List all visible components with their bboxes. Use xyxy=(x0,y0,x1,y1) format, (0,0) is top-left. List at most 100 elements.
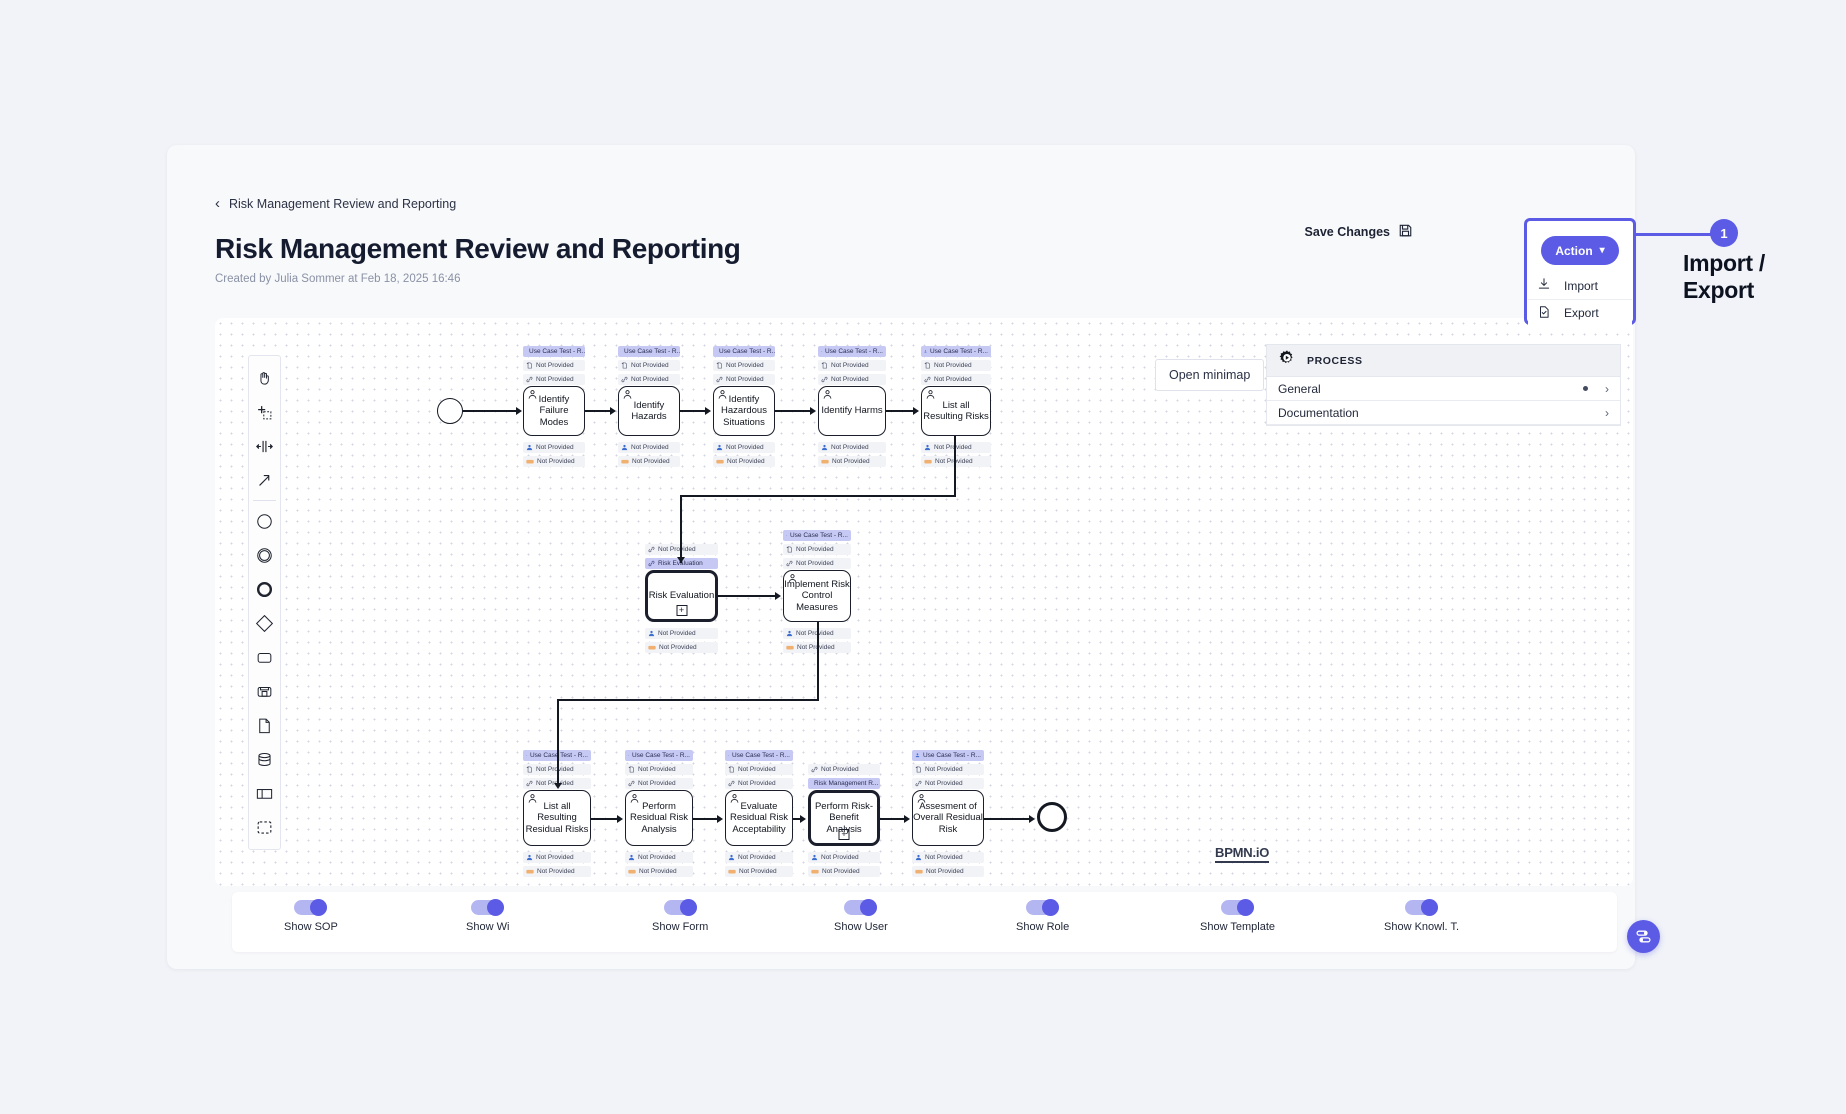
bpmn-task[interactable]: Risk Evaluation+ xyxy=(645,570,718,622)
lasso-tool-icon[interactable] xyxy=(248,395,281,429)
node-meta-user[interactable]: Not Provided xyxy=(523,442,585,453)
node-meta-link[interactable]: Not Provided xyxy=(818,374,886,385)
gateway-icon[interactable] xyxy=(248,606,281,640)
bpmn-task[interactable]: Perform Residual Risk Analysis xyxy=(625,790,693,846)
open-minimap-button[interactable]: Open minimap xyxy=(1155,359,1265,391)
node-meta-role[interactable]: Not Provided xyxy=(921,456,991,467)
node-badge[interactable]: Use Case Test - R... xyxy=(912,750,984,761)
bpmn-task[interactable]: Identify Failure Modes xyxy=(523,386,585,436)
node-meta-user[interactable]: Not Provided xyxy=(645,628,718,639)
toggle-switch[interactable] xyxy=(1405,899,1438,916)
node-meta-user[interactable]: Not Provided xyxy=(725,852,793,863)
node-meta-link[interactable]: Not Provided xyxy=(625,778,693,789)
node-meta-link[interactable]: Not Provided xyxy=(618,374,680,385)
node-meta-role[interactable]: Not Provided xyxy=(523,456,585,467)
node-badge[interactable]: Use Case Test - R... xyxy=(523,346,585,357)
node-meta-doc[interactable]: Not Provided xyxy=(713,360,775,371)
node-meta-doc[interactable]: Not Provided xyxy=(818,360,886,371)
global-connect-icon[interactable] xyxy=(248,463,281,497)
breadcrumb[interactable]: ‹ Risk Management Review and Reporting xyxy=(215,196,456,211)
node-badge[interactable]: Use Case Test - R... xyxy=(618,346,680,357)
node-meta-user[interactable]: Not Provided xyxy=(618,442,680,453)
participant-icon[interactable] xyxy=(248,776,281,810)
node-badge[interactable]: Risk Management R... xyxy=(808,778,880,789)
bpmn-task[interactable]: List all Resulting Risks xyxy=(921,386,991,436)
node-meta-role[interactable]: Not Provided xyxy=(818,456,886,467)
node-meta-role[interactable]: Not Provided xyxy=(523,866,591,877)
node-meta-user[interactable]: Not Provided xyxy=(921,442,991,453)
node-meta-role[interactable]: Not Provided xyxy=(618,456,680,467)
data-object-icon[interactable] xyxy=(248,708,281,742)
bpmn-end-event[interactable] xyxy=(1037,802,1067,832)
node-meta-link[interactable]: Not Provided xyxy=(912,778,984,789)
node-meta-doc[interactable]: Not Provided xyxy=(725,764,793,775)
end-event-icon[interactable] xyxy=(248,572,281,606)
toggle-switch[interactable] xyxy=(294,899,328,916)
node-meta-doc[interactable]: Not Provided xyxy=(523,360,585,371)
node-meta-link[interactable]: Not Provided xyxy=(725,778,793,789)
node-meta-doc[interactable]: Not Provided xyxy=(618,360,680,371)
node-meta-role[interactable]: Not Provided xyxy=(725,866,793,877)
node-badge[interactable]: Use Case Test - R... xyxy=(921,346,991,357)
bpmn-start-event[interactable] xyxy=(437,398,463,424)
settings-fab-button[interactable] xyxy=(1627,920,1660,953)
space-tool-icon[interactable] xyxy=(248,429,281,463)
node-badge[interactable]: Use Case Test - R... xyxy=(725,750,793,761)
node-meta-user[interactable]: Not Provided xyxy=(625,852,693,863)
subprocess-icon[interactable] xyxy=(248,674,281,708)
bpmn-task[interactable]: Assesment of Overall Residual Risk xyxy=(912,790,984,846)
data-store-icon[interactable] xyxy=(248,742,281,776)
bpmn-task[interactable]: List all Resulting Residual Risks xyxy=(523,790,591,846)
node-badge[interactable]: Use Case Test - R... xyxy=(713,346,775,357)
node-meta-user[interactable]: Not Provided xyxy=(818,442,886,453)
subprocess-expand-icon[interactable]: + xyxy=(676,605,687,616)
intermediate-event-icon[interactable] xyxy=(248,538,281,572)
node-meta-user[interactable]: Not Provided xyxy=(912,852,984,863)
action-button[interactable]: Action ▾ xyxy=(1541,236,1619,265)
toggle-switch[interactable] xyxy=(471,899,505,916)
node-meta-link[interactable]: Not Provided xyxy=(523,374,585,385)
menu-item-export[interactable]: Export xyxy=(1528,299,1632,326)
chevron-left-icon[interactable]: ‹ xyxy=(215,195,220,212)
toggle-switch[interactable] xyxy=(663,899,697,916)
node-meta-user[interactable]: Not Provided xyxy=(808,852,880,863)
menu-item-import[interactable]: Import xyxy=(1528,272,1632,299)
node-meta-role[interactable]: Not Provided xyxy=(912,866,984,877)
properties-row-general[interactable]: General › xyxy=(1267,377,1620,401)
task-icon[interactable] xyxy=(248,640,281,674)
node-meta-user[interactable]: Not Provided xyxy=(713,442,775,453)
bpmn-task[interactable]: Identify Hazards xyxy=(618,386,680,436)
bpmn-task[interactable]: Evaluate Residual Risk Acceptability xyxy=(725,790,793,846)
node-meta-link[interactable]: Not Provided xyxy=(808,764,880,775)
node-meta-link[interactable]: Not Provided xyxy=(921,374,991,385)
node-meta-doc[interactable]: Not Provided xyxy=(783,544,851,555)
node-meta-doc[interactable]: Not Provided xyxy=(921,360,991,371)
node-meta-doc[interactable]: Not Provided xyxy=(625,764,693,775)
node-meta-role[interactable]: Not Provided xyxy=(808,866,880,877)
node-badge[interactable]: Use Case Test - R... xyxy=(818,346,886,357)
node-meta-user[interactable]: Not Provided xyxy=(523,852,591,863)
properties-row-documentation[interactable]: Documentation › xyxy=(1267,401,1620,425)
node-meta-role[interactable]: Not Provided xyxy=(625,866,693,877)
start-event-icon[interactable] xyxy=(248,504,281,538)
save-changes-button[interactable]: Save Changes xyxy=(1305,223,1413,241)
node-meta-link[interactable]: Not Provided xyxy=(713,374,775,385)
node-meta-doc[interactable]: Not Provided xyxy=(912,764,984,775)
subprocess-expand-icon[interactable]: + xyxy=(838,829,850,840)
node-meta-role[interactable]: Not Provided xyxy=(713,456,775,467)
group-icon[interactable] xyxy=(248,810,281,844)
bpmn-task[interactable]: Identify Hazardous Situations xyxy=(713,386,775,436)
toggle-switch[interactable] xyxy=(1221,899,1254,916)
node-badge[interactable]: Use Case Test - R... xyxy=(625,750,693,761)
node-meta-role[interactable]: Not Provided xyxy=(645,642,718,653)
